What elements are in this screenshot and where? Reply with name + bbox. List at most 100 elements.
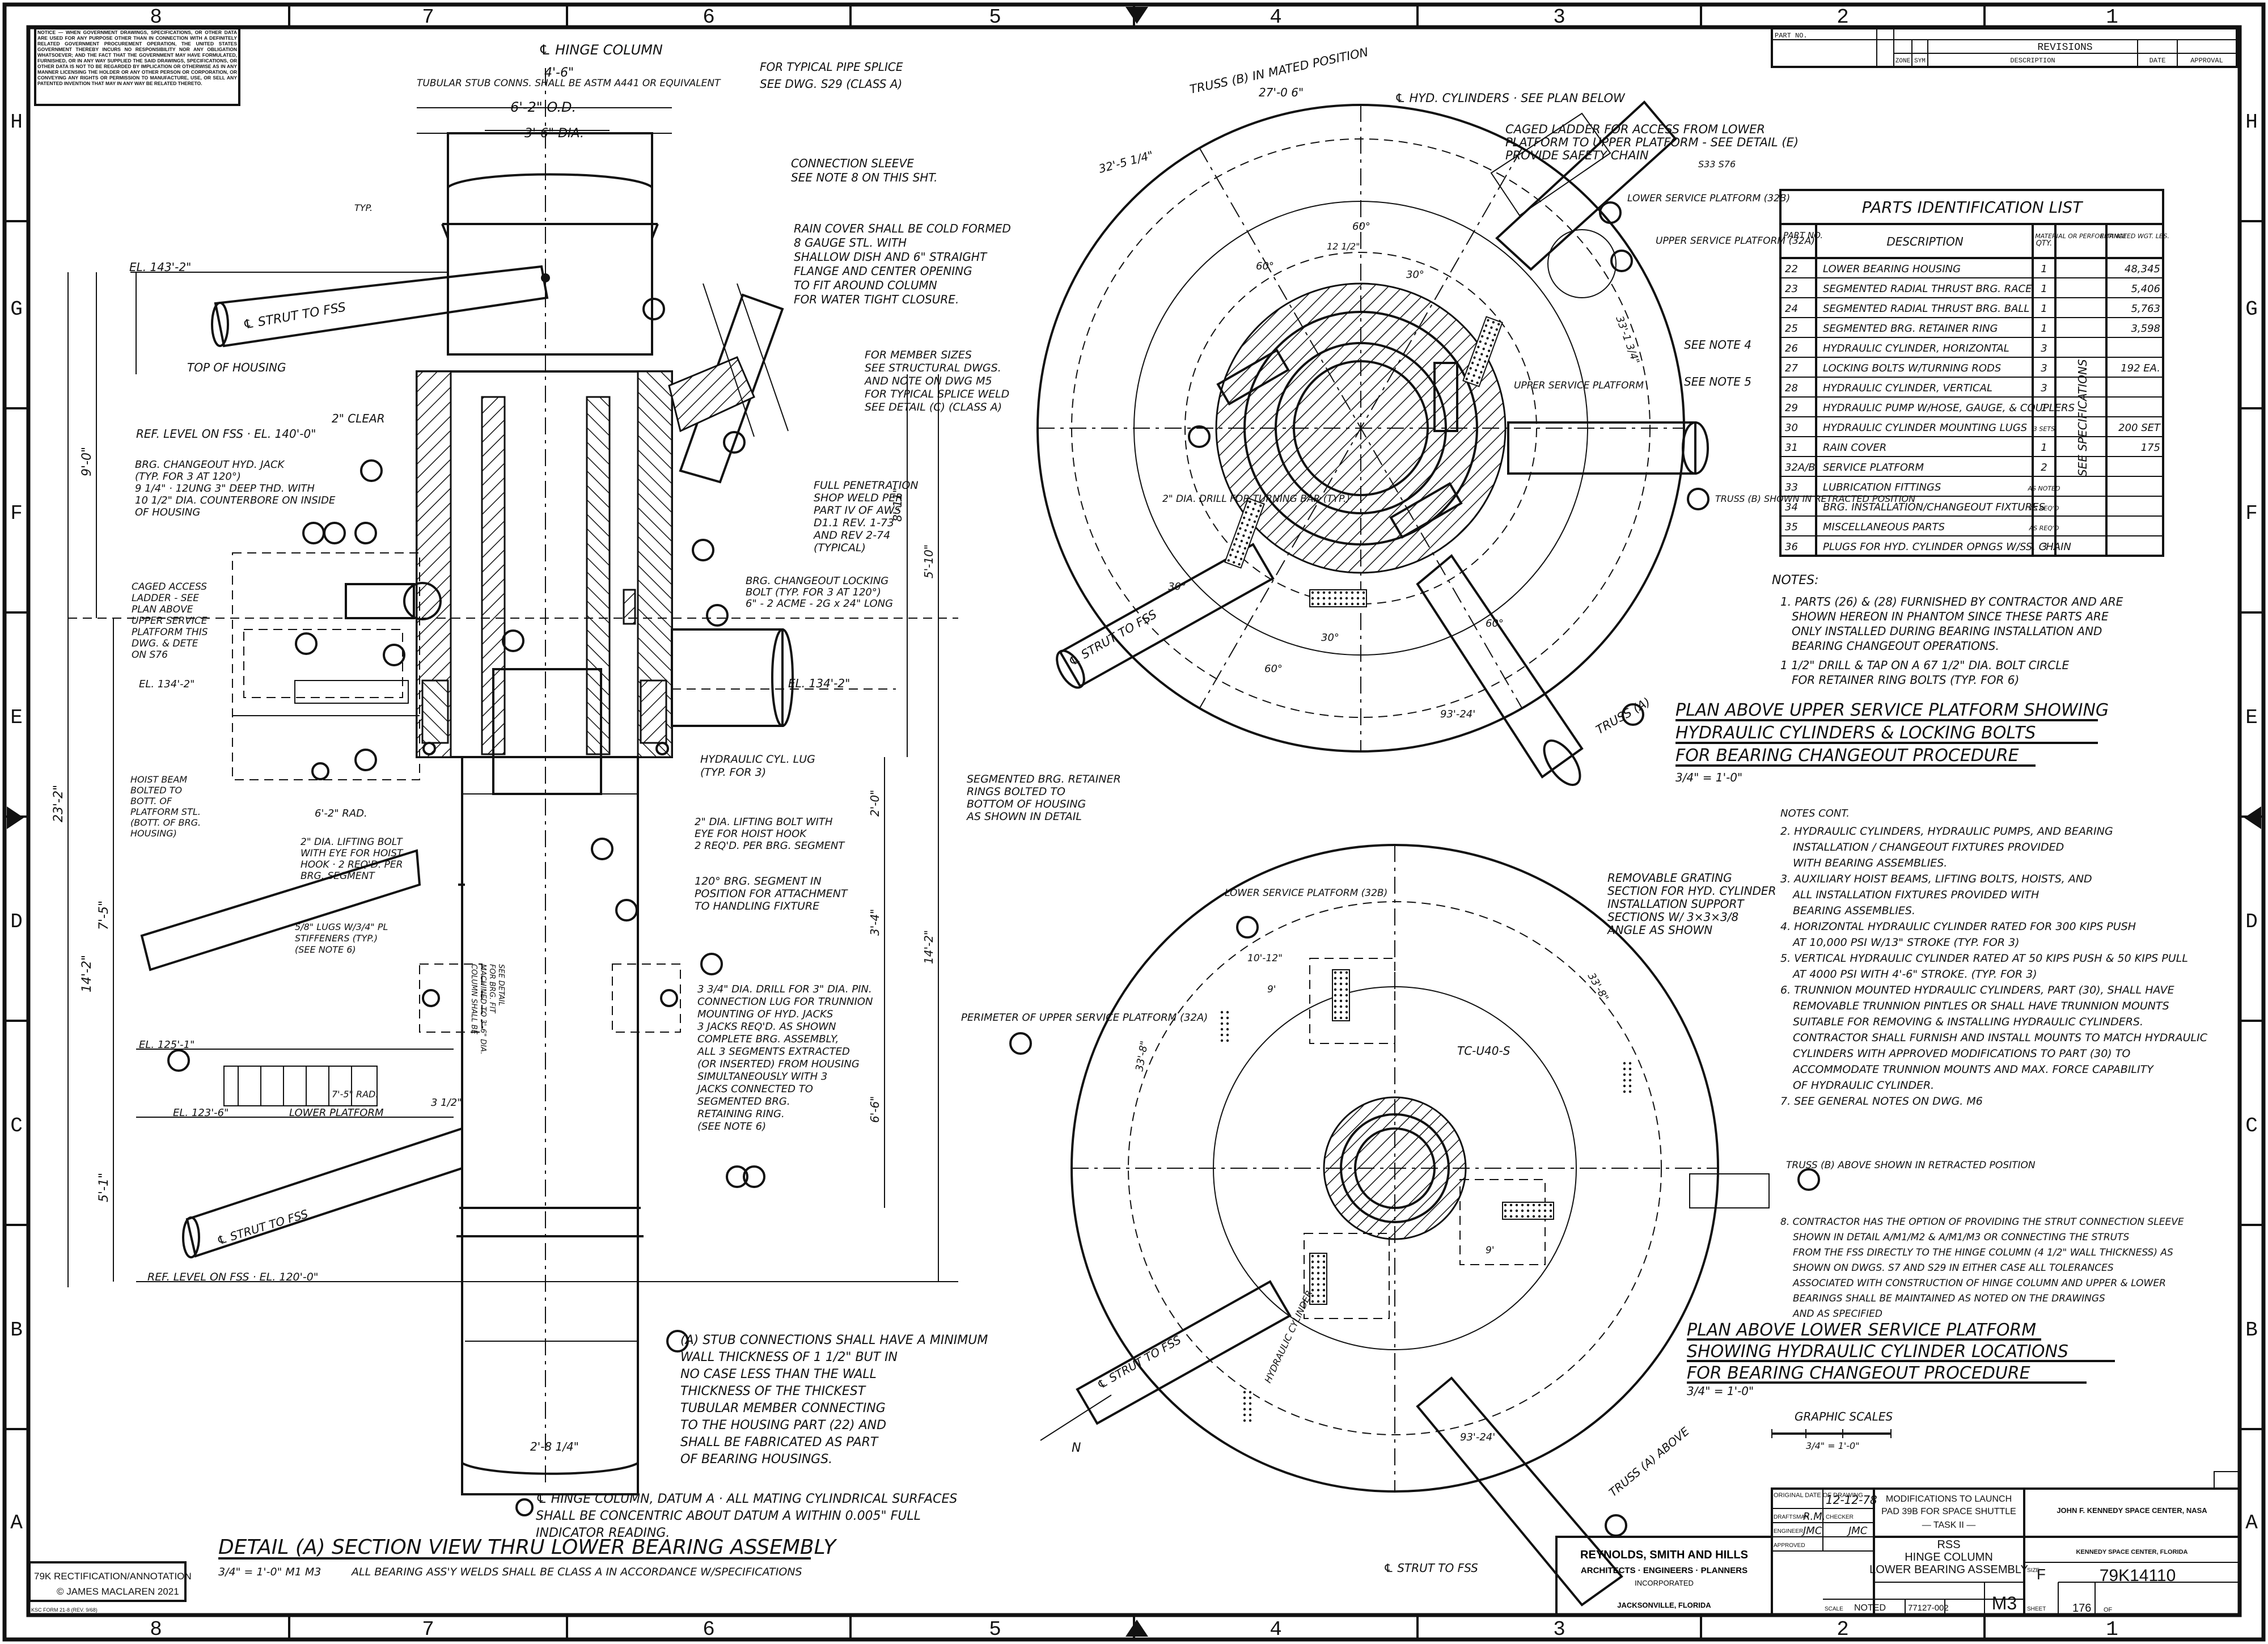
upper-plan-title: PLAN ABOVE UPPER SERVICE PLATFORM SHOWIN… bbox=[1675, 700, 2109, 784]
sheet-id: M3 bbox=[1992, 1593, 2017, 1613]
svg-text:INDICATOR READING.: INDICATOR READING. bbox=[536, 1526, 670, 1540]
svg-text:LOWER BEARING ASSEMBLY: LOWER BEARING ASSEMBLY bbox=[1869, 1563, 2028, 1576]
svg-text:SIMULTANEOUSLY WITH 3: SIMULTANEOUSLY WITH 3 bbox=[697, 1071, 827, 1083]
svg-text:ENGINEER: ENGINEER bbox=[1774, 1528, 1803, 1535]
svg-text:79K RECTIFICATION/ANNOTATION: 79K RECTIFICATION/ANNOTATION bbox=[34, 1571, 192, 1582]
svg-text:FOR WATER TIGHT CLOSURE.: FOR WATER TIGHT CLOSURE. bbox=[794, 293, 959, 306]
parts-desc: SEGMENTED RADIAL THRUST BRG. BALL bbox=[1823, 303, 2029, 315]
section-title-text: DETAIL (A) SECTION VIEW THRU LOWER BEARI… bbox=[218, 1536, 837, 1559]
svg-text:2 REQ'D. PER BRG. SEGMENT: 2 REQ'D. PER BRG. SEGMENT bbox=[695, 840, 845, 852]
revisions-block: PART NO. REVISIONS ZONE SYM DESCRIPTION … bbox=[1771, 27, 2238, 68]
svg-text:14'-2": 14'-2" bbox=[922, 930, 936, 964]
zone-top-1: 1 bbox=[2106, 6, 2118, 29]
stub-note: (A) STUB CONNECTIONS SHALL HAVE A MINIMU… bbox=[680, 1333, 988, 1467]
svg-text:DESCRIPTION: DESCRIPTION bbox=[1886, 235, 1963, 248]
svg-text:INSTALLATION SUPPORT: INSTALLATION SUPPORT bbox=[1607, 897, 1745, 911]
parts-desc: HYDRAULIC PUMP W/HOSE, GAUGE, & COUPLERS bbox=[1823, 402, 2075, 414]
section-title: DETAIL (A) SECTION VIEW THRU LOWER BEARI… bbox=[218, 1536, 837, 1578]
svg-text:(A) STUB CONNECTIONS SHALL HAV: (A) STUB CONNECTIONS SHALL HAVE A MINIMU… bbox=[680, 1333, 988, 1347]
hinge-column-label: ℄ HINGE COLUMN bbox=[539, 42, 663, 58]
svg-text:33'-8": 33'-8" bbox=[1585, 971, 1611, 1003]
svg-text:14'-2": 14'-2" bbox=[80, 955, 94, 992]
svg-text:PART NO.: PART NO. bbox=[1783, 230, 1823, 240]
svg-text:SIZE: SIZE bbox=[2027, 1567, 2040, 1574]
zone-top-4: 4 bbox=[1270, 6, 1282, 29]
svg-text:EYE FOR HOIST HOOK: EYE FOR HOIST HOOK bbox=[695, 828, 807, 840]
svg-text:EL. 134'-2": EL. 134'-2" bbox=[788, 677, 850, 690]
svg-text:SEE NOTE 5: SEE NOTE 5 bbox=[1684, 375, 1751, 388]
svg-text:HYDRAULIC CYLINDER: HYDRAULIC CYLINDER bbox=[1262, 1288, 1314, 1384]
svg-text:6'-6": 6'-6" bbox=[868, 1096, 882, 1123]
note-line: 4. HORIZONTAL HYDRAULIC CYLINDER RATED F… bbox=[1780, 920, 2136, 933]
svg-text:HYDRAULIC CYL. LUG: HYDRAULIC CYL. LUG bbox=[700, 753, 815, 766]
svg-text:GRAPHIC SCALES: GRAPHIC SCALES bbox=[1795, 1410, 1893, 1423]
parts-qty: 3 bbox=[2041, 362, 2047, 374]
notes-block: NOTES: 1. PARTS (26) & (28) FURNISHED BY… bbox=[1772, 573, 2123, 819]
svg-text:CAGED LADDER FOR ACCESS FROM L: CAGED LADDER FOR ACCESS FROM LOWER bbox=[1505, 122, 1765, 136]
svg-text:7'-5": 7'-5" bbox=[97, 901, 111, 930]
svg-text:POSITION FOR ATTACHMENT: POSITION FOR ATTACHMENT bbox=[695, 887, 848, 900]
parts-table: PARTS IDENTIFICATION LIST PART NO. DESCR… bbox=[1779, 189, 2169, 557]
svg-text:℄ STRUT TO FSS: ℄ STRUT TO FSS bbox=[1383, 1561, 1478, 1575]
note-line: SHOWN ON DWGS. S7 AND S29 IN EITHER CASE… bbox=[1793, 1262, 2114, 1274]
parts-qty: 3 bbox=[2041, 343, 2047, 354]
svg-text:9': 9' bbox=[1486, 1245, 1495, 1256]
svg-text:CAGED ACCESS: CAGED ACCESS bbox=[132, 581, 207, 593]
svg-text:6'-2" RAD.: 6'-2" RAD. bbox=[315, 808, 367, 819]
parts-no: 30 bbox=[1785, 422, 1798, 434]
rectification-stamp: 79K RECTIFICATION/ANNOTATION © JAMES MAC… bbox=[28, 1561, 192, 1613]
svg-text:TUBULAR MEMBER CONNECTING: TUBULAR MEMBER CONNECTING bbox=[680, 1401, 886, 1415]
svg-text:8 GAUGE STL. WITH: 8 GAUGE STL. WITH bbox=[794, 236, 907, 250]
svg-text:F: F bbox=[10, 502, 23, 525]
parts-no: 24 bbox=[1785, 303, 1798, 315]
svg-text:10 1/2" DIA. COUNTERBORE ON IN: 10 1/2" DIA. COUNTERBORE ON INSIDE bbox=[135, 495, 336, 506]
note-line: FROM THE FSS DIRECTLY TO THE HINGE COLUM… bbox=[1793, 1247, 2173, 1258]
svg-text:SHALL BE FABRICATED AS PART: SHALL BE FABRICATED AS PART bbox=[680, 1435, 879, 1449]
parts-desc: LOWER BEARING HOUSING bbox=[1823, 263, 1961, 275]
svg-text:NOTED: NOTED bbox=[1854, 1603, 1886, 1613]
svg-text:60°: 60° bbox=[1352, 221, 1370, 233]
svg-text:SCALE: SCALE bbox=[1825, 1606, 1843, 1612]
svg-text:TO HANDLING FIXTURE: TO HANDLING FIXTURE bbox=[695, 900, 819, 912]
svg-text:CONNECTION SLEEVE: CONNECTION SLEEVE bbox=[791, 157, 914, 170]
svg-text:ALL 3 SEGMENTS EXTRACTED: ALL 3 SEGMENTS EXTRACTED bbox=[697, 1046, 850, 1058]
svg-text:C: C bbox=[2245, 1114, 2258, 1138]
parts-desc: SEGMENTED RADIAL THRUST BRG. RACE bbox=[1823, 283, 2032, 295]
parts-desc: PLUGS FOR HYD. CYLINDER OPNGS W/SS. CHAI… bbox=[1823, 541, 2071, 553]
svg-text:ARCHITECTS · ENGINEERS · PLANN: ARCHITECTS · ENGINEERS · PLANNERS bbox=[1581, 1566, 1747, 1575]
svg-text:3'-6" DIA.: 3'-6" DIA. bbox=[524, 126, 584, 141]
svg-text:SEE DWG. S29 (CLASS A): SEE DWG. S29 (CLASS A) bbox=[760, 77, 902, 91]
svg-text:HOIST BEAM: HOIST BEAM bbox=[130, 774, 187, 785]
svg-text:33'-1 3/4": 33'-1 3/4" bbox=[1613, 315, 1641, 366]
svg-text:FOR MEMBER SIZES: FOR MEMBER SIZES bbox=[865, 349, 972, 361]
svg-text:EL. 125'-1": EL. 125'-1" bbox=[139, 1039, 194, 1051]
svg-text:ALL BEARING ASS'Y WELDS SHALL: ALL BEARING ASS'Y WELDS SHALL BE CLASS A… bbox=[350, 1566, 802, 1578]
parts-qty: 3 SETS bbox=[2033, 425, 2055, 433]
svg-text:93'-24': 93'-24' bbox=[1460, 1431, 1495, 1443]
svg-text:JMC: JMC bbox=[1847, 1525, 1868, 1537]
parts-desc: BRG. INSTALLATION/CHANGEOUT FIXTURES bbox=[1823, 501, 2045, 513]
svg-text:BEARING CHANGEOUT OPERATIONS.: BEARING CHANGEOUT OPERATIONS. bbox=[1792, 639, 1999, 653]
svg-text:HINGE COLUMN: HINGE COLUMN bbox=[1905, 1551, 1993, 1563]
svg-text:SEE DETAIL (C) (CLASS A): SEE DETAIL (C) (CLASS A) bbox=[865, 401, 1002, 413]
parts-title: PARTS IDENTIFICATION LIST bbox=[1862, 198, 2084, 217]
svg-text:2'-0": 2'-0" bbox=[868, 790, 882, 817]
svg-text:FULL PENETRATION: FULL PENETRATION bbox=[814, 479, 919, 492]
svg-text:33'-8": 33'-8" bbox=[1133, 1040, 1150, 1072]
zone-labels-right: H G F E D C B A bbox=[2245, 111, 2258, 1535]
svg-text:AND NOTE ON DWG M5: AND NOTE ON DWG M5 bbox=[864, 375, 992, 387]
svg-text:THICKNESS OF THE THICKEST: THICKNESS OF THE THICKEST bbox=[680, 1384, 866, 1398]
svg-text:SEE NOTE 8 ON THIS SHT.: SEE NOTE 8 ON THIS SHT. bbox=[791, 171, 938, 184]
parts-qty: 1 bbox=[2041, 402, 2047, 414]
svg-text:TC-U40-S: TC-U40-S bbox=[1457, 1044, 1510, 1058]
parts-no: 31 bbox=[1785, 442, 1798, 454]
svg-text:(OR INSERTED) FROM HOUSING: (OR INSERTED) FROM HOUSING bbox=[697, 1058, 860, 1070]
svg-text:3'-4": 3'-4" bbox=[868, 909, 882, 936]
parts-desc: HYDRAULIC CYLINDER MOUNTING LUGS bbox=[1823, 422, 2027, 434]
svg-text:SEGMENTED BRG.: SEGMENTED BRG. bbox=[697, 1096, 790, 1108]
svg-text:ON S76: ON S76 bbox=[132, 649, 168, 661]
parts-qty: 1 bbox=[2041, 283, 2047, 295]
svg-text:30°: 30° bbox=[1321, 632, 1339, 644]
svg-text:8: 8 bbox=[150, 1618, 162, 1641]
